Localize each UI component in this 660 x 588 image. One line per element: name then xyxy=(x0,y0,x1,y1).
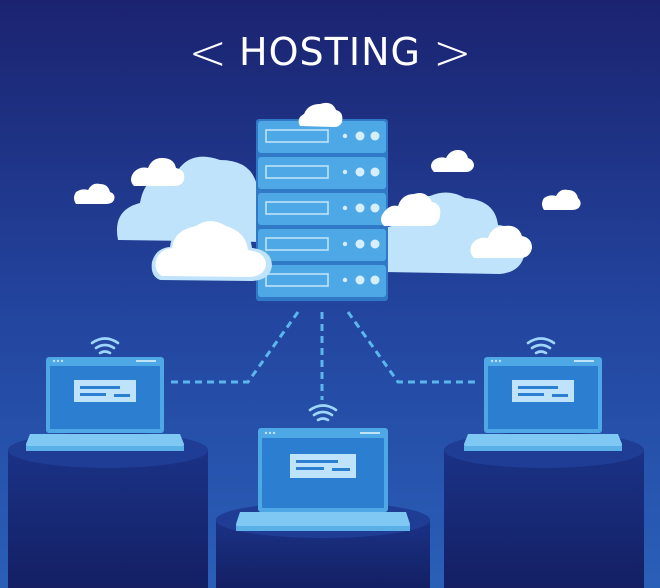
login-dialog-graphic xyxy=(290,454,356,478)
connector-left xyxy=(168,311,300,384)
wifi-icon xyxy=(308,404,338,422)
server-unit xyxy=(258,193,386,225)
laptop-center xyxy=(236,428,410,531)
left-bracket-glyph: < xyxy=(188,23,228,81)
cloud-front-left xyxy=(151,217,272,281)
cloud-mid-right xyxy=(381,193,441,226)
page-title: < HOSTING > xyxy=(0,20,660,84)
connector-right xyxy=(346,311,478,384)
laptop-right xyxy=(464,357,622,451)
server-unit xyxy=(258,157,386,189)
server-rack xyxy=(256,119,388,301)
login-dialog-graphic xyxy=(74,380,136,402)
pedestal-right xyxy=(444,432,644,588)
cloud-small xyxy=(74,183,115,204)
server-unit xyxy=(258,121,386,153)
cloud-top-server xyxy=(298,102,343,127)
wifi-icon xyxy=(526,337,556,355)
cloud-small xyxy=(542,189,581,210)
server-unit xyxy=(258,229,386,261)
laptop-left xyxy=(26,357,184,451)
cloud-small xyxy=(131,158,185,186)
login-dialog-graphic xyxy=(512,380,574,402)
cloud-front-right xyxy=(470,225,532,258)
right-bracket-glyph: > xyxy=(432,23,472,81)
cloud-small xyxy=(431,150,474,172)
network-connectors xyxy=(168,311,478,400)
server-unit xyxy=(258,265,386,297)
wifi-icon xyxy=(90,337,120,355)
title-text: HOSTING xyxy=(239,30,421,74)
pedestal-left xyxy=(8,432,208,588)
